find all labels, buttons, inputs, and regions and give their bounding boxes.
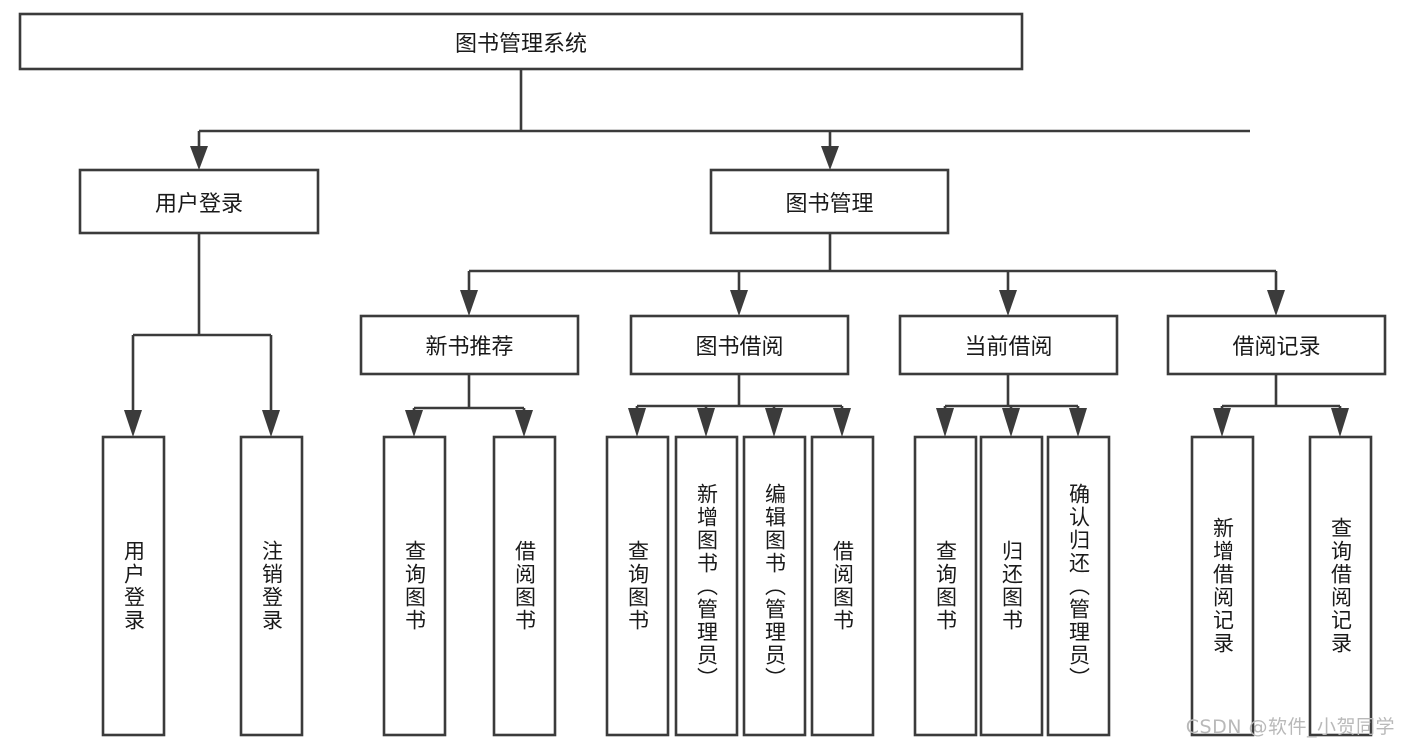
node-leaf-9[interactable] bbox=[913, 435, 978, 737]
node-leaf-3[interactable] bbox=[382, 435, 447, 737]
arrow-to-new-book-rec bbox=[460, 290, 478, 316]
arrow-to-leaf-5 bbox=[628, 408, 646, 437]
node-root[interactable] bbox=[18, 12, 1024, 71]
arrow-to-user-login bbox=[190, 146, 208, 170]
watermark-text: CSDN @软件_小贺同学 bbox=[1185, 716, 1395, 738]
node-user-login[interactable] bbox=[78, 168, 320, 235]
node-leaf-5[interactable] bbox=[605, 435, 670, 737]
arrow-to-leaf-7 bbox=[765, 408, 783, 437]
node-book-borrow[interactable] bbox=[629, 314, 850, 376]
arrow-to-leaf-10 bbox=[1002, 408, 1020, 437]
arrow-to-leaf-12 bbox=[1213, 408, 1231, 437]
node-leaf-7[interactable] bbox=[742, 435, 807, 737]
node-leaf-11[interactable] bbox=[1046, 435, 1111, 737]
node-leaf-13[interactable] bbox=[1308, 435, 1373, 737]
node-leaf-4[interactable] bbox=[492, 435, 557, 737]
node-leaf-6[interactable] bbox=[674, 435, 739, 737]
node-current-borrow[interactable] bbox=[898, 314, 1119, 376]
arrow-to-leaf-13 bbox=[1331, 408, 1349, 437]
arrow-to-borrow-record bbox=[1267, 290, 1285, 316]
arrow-to-leaf-2 bbox=[262, 410, 280, 437]
node-leaf-10[interactable] bbox=[979, 435, 1044, 737]
arrow-to-book-manage bbox=[821, 146, 839, 170]
arrow-to-leaf-6 bbox=[697, 408, 715, 437]
arrow-to-book-borrow bbox=[730, 290, 748, 316]
node-new-book-rec[interactable] bbox=[359, 314, 580, 376]
arrow-to-leaf-8 bbox=[833, 408, 851, 437]
node-borrow-record[interactable] bbox=[1166, 314, 1387, 376]
arrow-to-leaf-1 bbox=[124, 410, 142, 437]
node-leaf-1[interactable] bbox=[101, 435, 166, 737]
arrow-to-leaf-11 bbox=[1069, 408, 1087, 437]
arrow-to-current-borrow bbox=[999, 290, 1017, 316]
node-leaf-12[interactable] bbox=[1190, 435, 1255, 737]
node-leaf-8[interactable] bbox=[810, 435, 875, 737]
node-leaf-2[interactable] bbox=[239, 435, 304, 737]
arrow-to-leaf-3 bbox=[405, 410, 423, 437]
arrow-to-leaf-9 bbox=[936, 408, 954, 437]
arrow-to-leaf-4 bbox=[515, 410, 533, 437]
node-book-manage[interactable] bbox=[709, 168, 950, 235]
